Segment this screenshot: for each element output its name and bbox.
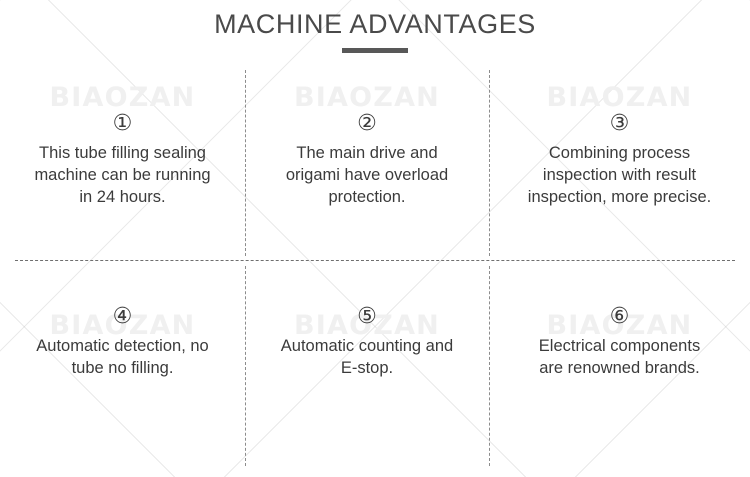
watermark-logo: BIAOZAN [546, 82, 693, 113]
advantage-badge-4: ④ [112, 304, 133, 329]
advantage-text-1: This tube filling sealing machine can be… [34, 144, 211, 206]
header: MACHINE ADVANTAGES [0, 8, 750, 53]
advantage-cell-1: BIAOZAN ① This tube filling sealing mach… [0, 68, 245, 260]
vertical-divider [489, 266, 490, 466]
watermark-logo: BIAOZAN [294, 82, 440, 113]
advantage-badge-6: ⑥ [609, 304, 630, 329]
advantage-text-5: Automatic counting and E-stop. [280, 337, 454, 377]
advantage-badge-1: ① [112, 111, 133, 136]
advantage-badge-3: ③ [609, 111, 630, 136]
horizontal-divider [15, 260, 735, 261]
advantages-grid: BIAOZAN ① This tube filling sealing mach… [0, 68, 750, 477]
advantage-text-4: Automatic detection, no tube no filling. [36, 337, 209, 377]
advantage-cell-4: BIAOZAN ④ Automatic detection, no tube n… [0, 260, 245, 477]
vertical-divider [245, 266, 246, 466]
title-underline [342, 48, 408, 53]
advantage-text-2: The main drive and origami have overload… [285, 144, 449, 206]
advantage-text-6: Electrical components are renowned brand… [538, 337, 701, 377]
advantage-cell-3: BIAOZAN ③ Combining process inspection w… [489, 68, 750, 260]
watermark-logo: BIAOZAN [49, 82, 196, 113]
advantage-cell-2: BIAOZAN ② The main drive and origami hav… [245, 68, 489, 260]
advantage-text-3: Combining process inspection with result… [527, 144, 712, 206]
page-title: MACHINE ADVANTAGES [214, 9, 536, 39]
advantage-badge-5: ⑤ [357, 304, 377, 329]
advantage-cell-5: BIAOZAN ⑤ Automatic counting and E-stop. [245, 260, 489, 477]
advantage-badge-2: ② [357, 111, 377, 136]
vertical-divider [245, 70, 246, 256]
advantage-cell-6: BIAOZAN ⑥ Electrical components are reno… [489, 260, 750, 477]
vertical-divider [489, 70, 490, 256]
